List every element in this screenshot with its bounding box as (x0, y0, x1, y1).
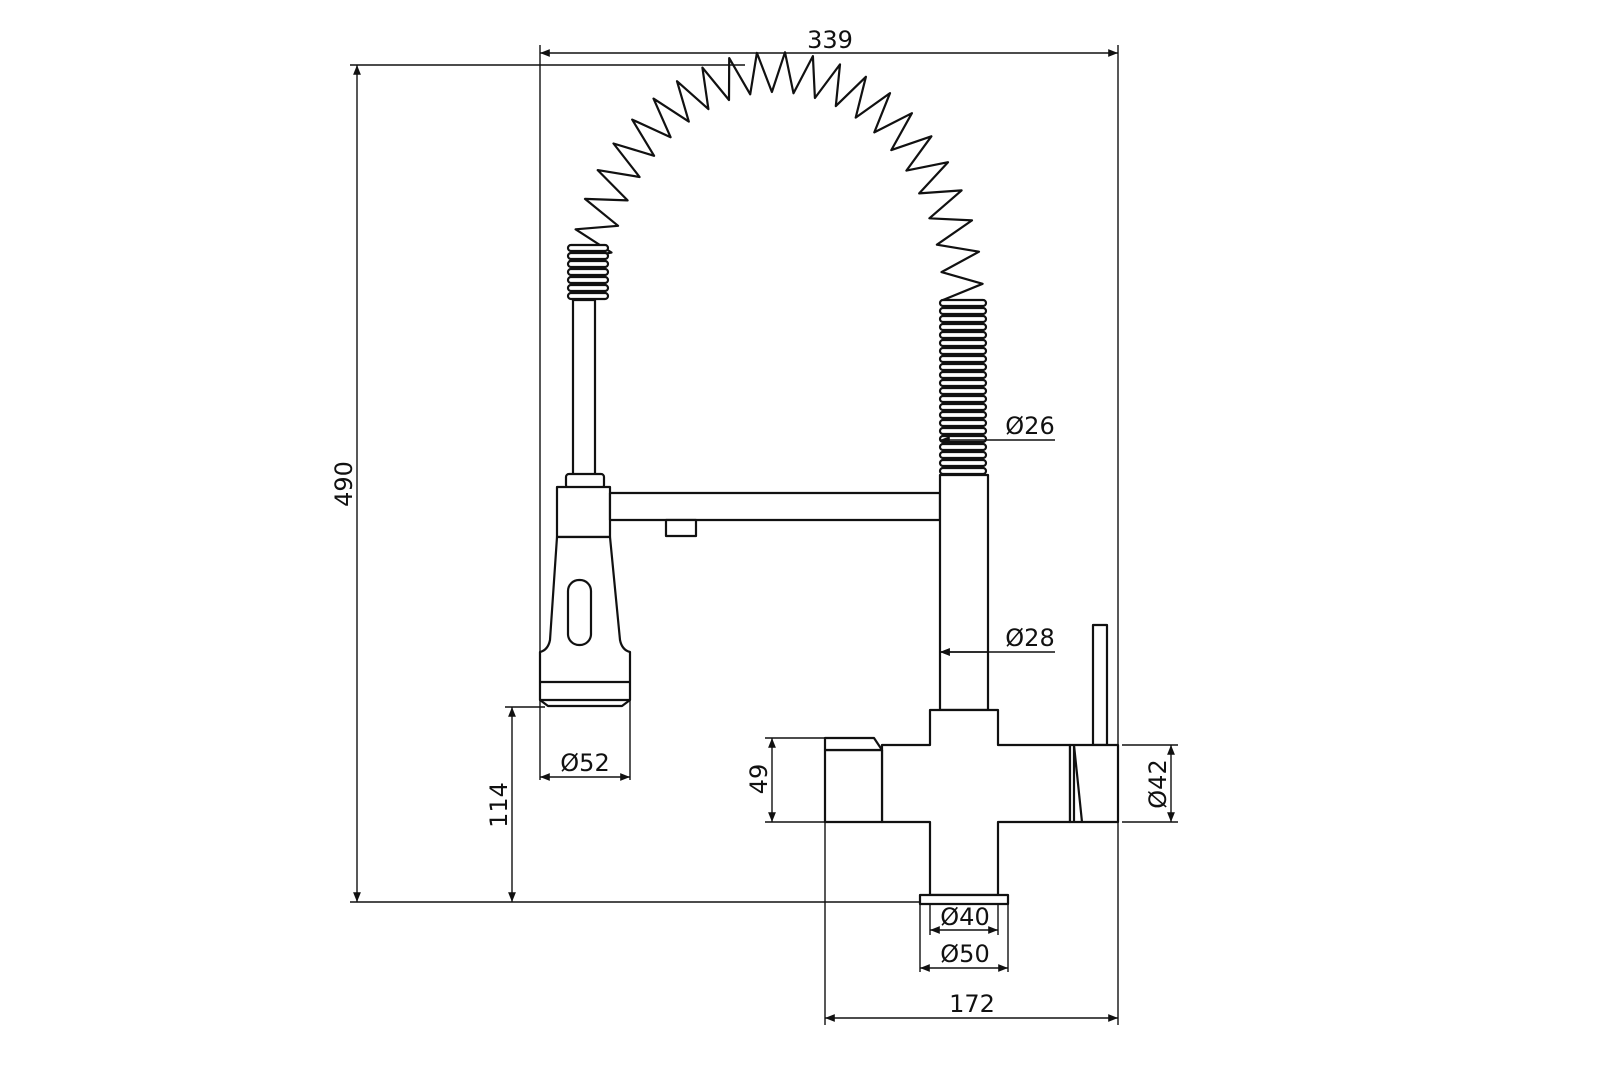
spring-coil (566, 51, 988, 476)
dim-handle-diameter: Ø42 (1144, 759, 1172, 808)
coil-ring (938, 370, 988, 380)
coil-ring (938, 426, 988, 436)
coil-ring (566, 259, 610, 269)
coil-ring (938, 410, 988, 420)
dimension-lines (350, 45, 1178, 1025)
coil-ring (938, 402, 988, 412)
coil-ring (938, 442, 988, 452)
dim-overall-width: 339 (807, 26, 853, 54)
coil-ring (938, 466, 988, 476)
coil-ring (938, 354, 988, 364)
coil-ring (566, 283, 610, 293)
coil-ring (938, 418, 988, 428)
coil-ring (938, 322, 988, 332)
dim-hose-diameter: Ø26 (1005, 412, 1054, 440)
coil-ring (566, 243, 610, 253)
dim-inner-base-diameter: Ø40 (940, 903, 989, 931)
swing-arm (608, 491, 942, 538)
coil-ring (566, 291, 610, 301)
coil-ring (566, 275, 610, 285)
coil-ring (938, 386, 988, 396)
column (938, 473, 990, 712)
coil-ring (938, 458, 988, 468)
coil-ring (938, 314, 988, 324)
coil-ring (938, 298, 988, 308)
dim-column-diameter: Ø28 (1005, 624, 1054, 652)
coil-ring (938, 450, 988, 460)
handle-lever (1091, 623, 1109, 747)
dim-body-height: 49 (745, 764, 773, 795)
spring-coil-arch (568, 51, 984, 302)
coil-ring (938, 434, 988, 444)
dim-overall-height: 490 (330, 461, 358, 507)
coil-ring (938, 330, 988, 340)
coil-ring (938, 362, 988, 372)
dim-spray-head-diameter: Ø52 (560, 749, 609, 777)
coil-ring (938, 394, 988, 404)
coil-ring (938, 346, 988, 356)
dim-spray-head-height: 114 (485, 782, 513, 828)
dim-outer-base-diameter: Ø50 (940, 940, 989, 968)
coil-ring (566, 267, 610, 277)
coil-ring (938, 338, 988, 348)
coil-ring (566, 251, 610, 261)
dim-body-width: 172 (949, 990, 995, 1018)
faucet-body (823, 623, 1120, 906)
coil-ring (938, 378, 988, 388)
coil-ring (938, 306, 988, 316)
